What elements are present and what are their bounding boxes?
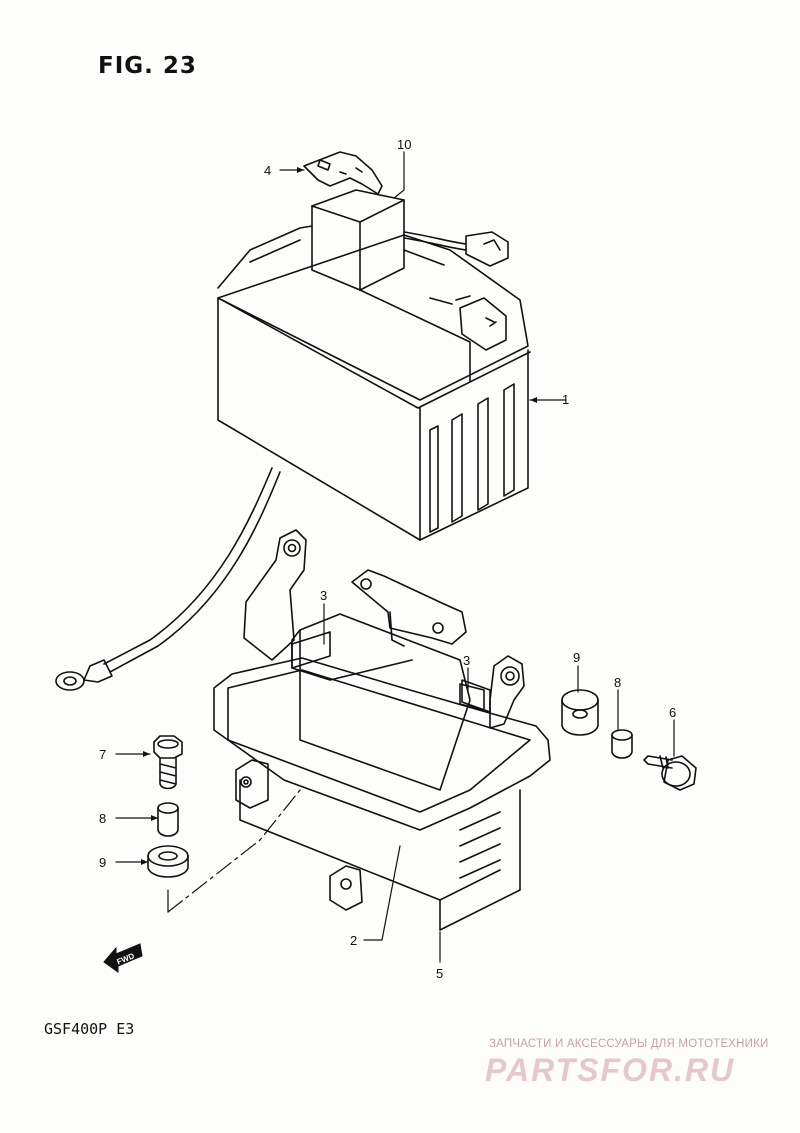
callout-5: 5 (436, 966, 443, 981)
callout-9-right: 9 (573, 650, 580, 665)
model-code: GSF400P E3 (44, 1020, 135, 1038)
callout-8-right: 8 (614, 675, 621, 690)
battery-cable (55, 467, 281, 691)
battery (217, 225, 531, 541)
bolt-left (153, 735, 183, 790)
callout-9-left: 9 (99, 855, 106, 870)
sensor-wire (403, 231, 509, 267)
callout-2: 2 (350, 933, 357, 948)
grommet-right (561, 689, 599, 736)
callout-10: 10 (397, 137, 411, 152)
grommet-left (147, 845, 189, 878)
callout-4: 4 (264, 163, 271, 178)
callout-1: 1 (562, 392, 569, 407)
holder-bracket (303, 151, 383, 195)
callout-3-left: 3 (320, 588, 327, 603)
battery-case (213, 529, 551, 931)
watermark-logo: PARTSFOR.RU (485, 1052, 736, 1088)
figure-title: FIG. 23 (98, 53, 197, 79)
forward-arrow-icon: FWD (103, 943, 143, 973)
terminal-cover (311, 189, 405, 291)
band-bracket (351, 569, 467, 647)
callout-7: 7 (99, 747, 106, 762)
watermark-tagline: ЗАПЧАСТИ И АКСЕССУАРЫ ДЛЯ МОТОТЕХНИКИ (489, 1038, 769, 1050)
cushion-right (459, 683, 485, 711)
spacer-right (611, 729, 633, 759)
cushion-left (291, 631, 331, 669)
callout-3-right: 3 (463, 653, 470, 668)
bolt-right (643, 755, 697, 791)
spacer-left (157, 802, 179, 837)
callout-6: 6 (669, 705, 676, 720)
callout-8-left: 8 (99, 811, 106, 826)
